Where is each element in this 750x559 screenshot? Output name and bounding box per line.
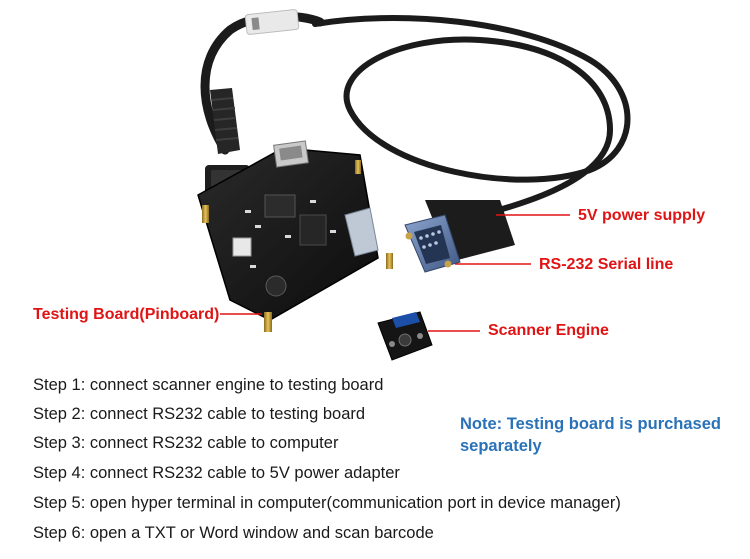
scanner-engine-module — [377, 311, 433, 361]
testing-board — [197, 140, 393, 332]
step-5: Step 5: open hyper terminal in computer(… — [33, 494, 621, 512]
step-1: Step 1: connect scanner engine to testin… — [33, 376, 384, 394]
step-4: Step 4: connect RS232 cable to 5V power … — [33, 464, 400, 482]
label-scanner-engine: Scanner Engine — [488, 322, 609, 339]
label-5v-power-supply: 5V power supply — [578, 207, 706, 224]
purchase-note: Note: Testing board is purchased separat… — [460, 415, 721, 455]
db9-connector — [404, 200, 515, 273]
pointer-lines — [220, 214, 570, 332]
step-6: Step 6: open a TXT or Word window and sc… — [33, 524, 434, 542]
step-3: Step 3: connect RS232 cable to computer — [33, 434, 339, 452]
label-testing-board: Testing Board(Pinboard) — [33, 306, 220, 323]
cable-label-band — [244, 9, 300, 35]
step-2: Step 2: connect RS232 cable to testing b… — [33, 405, 366, 423]
label-rs232-serial-line: RS-232 Serial line — [539, 256, 674, 273]
